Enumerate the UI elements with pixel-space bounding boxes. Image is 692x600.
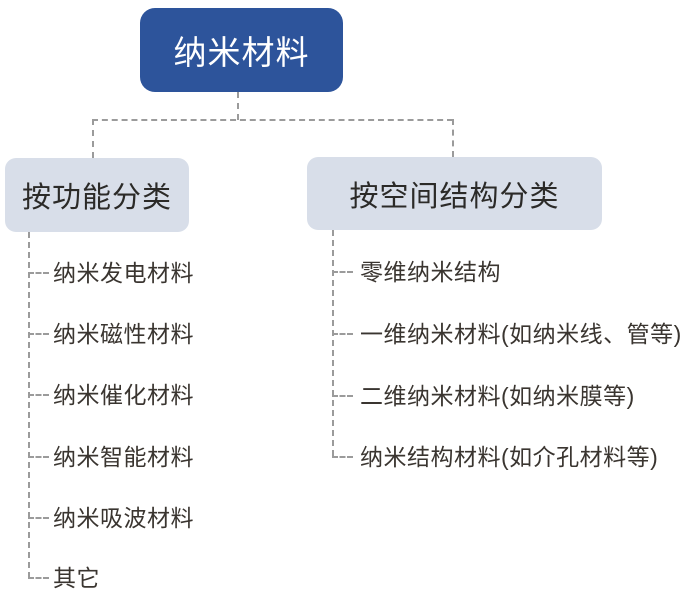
connector-left-trunk [28,232,30,578]
connector-branch-horizontal [92,119,453,121]
leaf-item: 二维纳米材料(如纳米膜等) [360,383,635,409]
leaf-item: 纳米吸波材料 [53,505,194,531]
category-node-function: 按功能分类 [5,158,189,232]
connector-left-branch-drop [92,119,94,158]
category-node-structure: 按空间结构分类 [307,157,602,230]
connector-root-drop [237,92,239,120]
connector-right-trunk [332,230,334,456]
root-node: 纳米材料 [140,8,343,92]
connector-right-tick-2 [332,333,353,335]
connector-left-tick-6 [28,577,49,579]
connector-left-tick-5 [28,517,49,519]
leaf-item: 纳米结构材料(如介孔材料等) [360,444,659,470]
category-structure-label: 按空间结构分类 [349,180,560,213]
leaf-item: 其它 [53,565,100,591]
leaf-item: 纳米发电材料 [53,260,194,286]
leaf-item: 一维纳米材料(如纳米线、管等) [360,321,682,347]
root-node-label: 纳米材料 [173,34,310,71]
connector-right-tick-4 [332,456,353,458]
connector-left-tick-2 [28,333,49,335]
leaf-item: 零维纳米结构 [360,259,501,285]
leaf-item: 纳米智能材料 [53,444,194,470]
category-function-label: 按功能分类 [21,182,172,214]
connector-left-tick-3 [28,394,49,396]
leaf-item: 纳米磁性材料 [53,321,194,347]
connector-left-tick-1 [28,272,49,274]
connector-right-branch-drop [452,119,454,157]
connector-left-tick-4 [28,456,49,458]
connector-right-tick-1 [332,271,353,273]
connector-right-tick-3 [332,395,353,397]
leaf-item: 纳米催化材料 [53,382,194,408]
